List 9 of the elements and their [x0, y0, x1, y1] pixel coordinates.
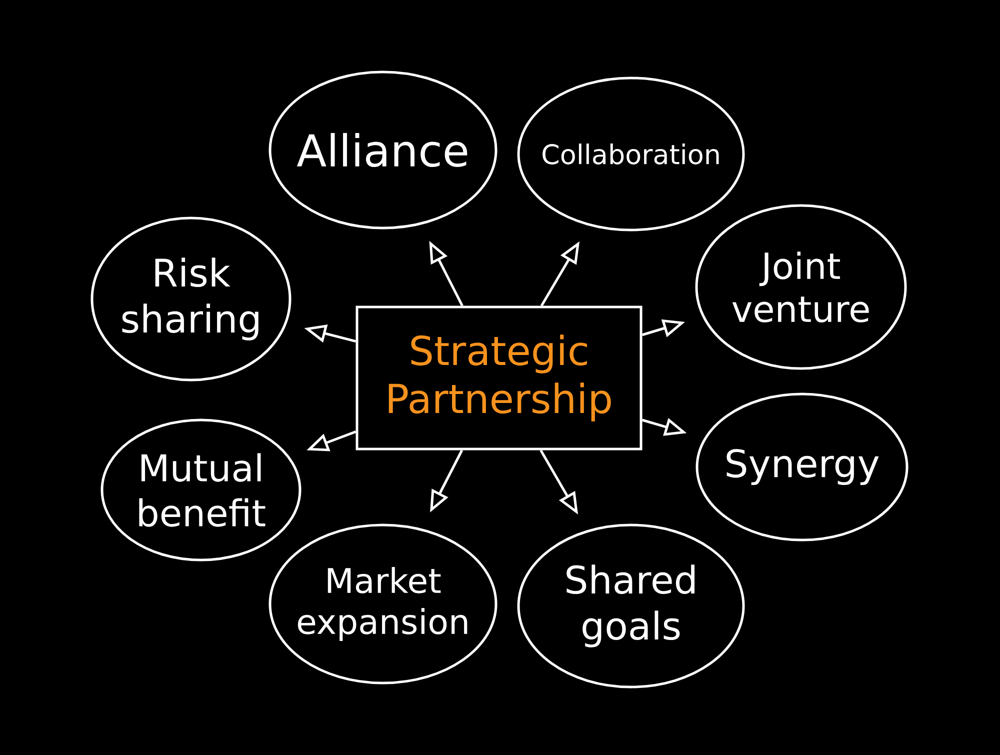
- topic-oval: Synergy: [696, 392, 908, 542]
- topic-oval: Market expansion: [268, 524, 498, 684]
- topic-oval: Shared goals: [517, 524, 745, 688]
- topic-oval: Alliance: [268, 70, 498, 230]
- center-box: Strategic Partnership: [356, 306, 642, 450]
- topic-oval: Joint venture: [695, 204, 907, 370]
- topic-oval: Mutual benefit: [100, 418, 302, 562]
- topic-oval: Risk sharing: [90, 216, 292, 382]
- topic-oval: Collaboration: [517, 76, 745, 232]
